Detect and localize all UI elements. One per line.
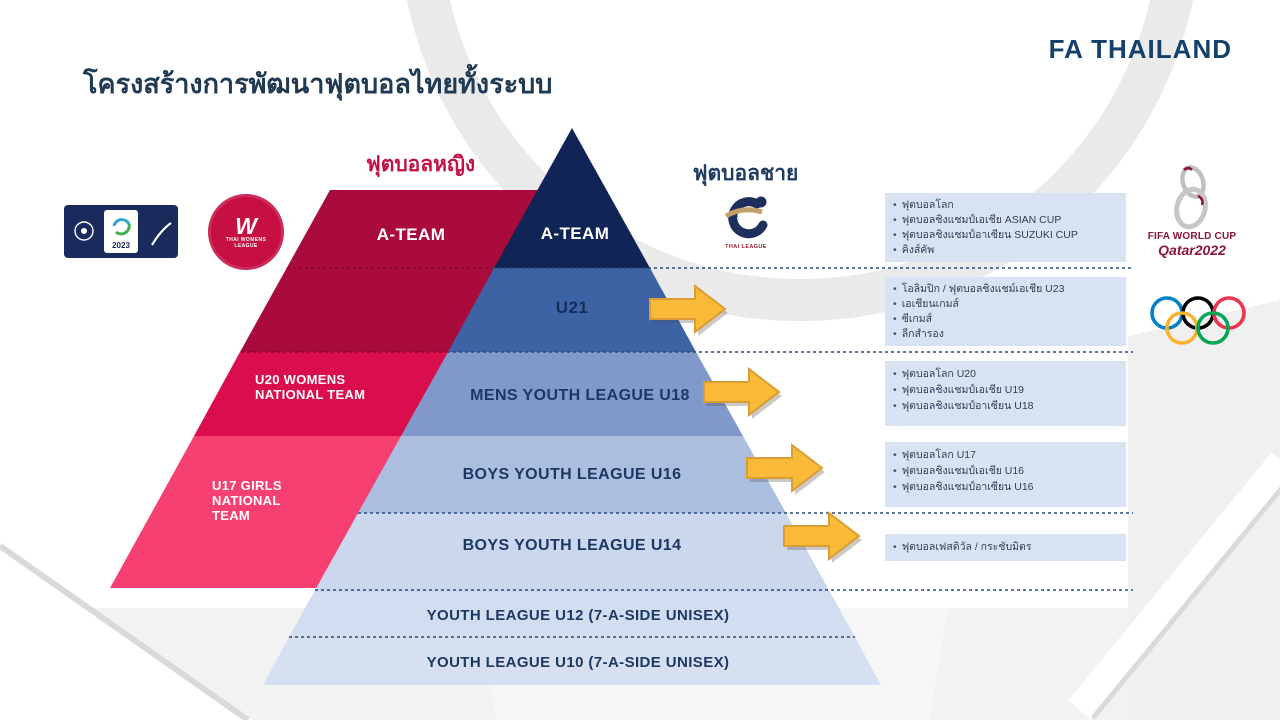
- panel-item: ลีกสำรอง: [891, 327, 1118, 342]
- competition-panel-u16: ฟุตบอลโลก U17 ฟุตบอลชิงแชมป์เอเชีย U16 ฟ…: [885, 442, 1126, 507]
- panel-item: ฟุตบอลชิงแชมป์เอเชีย ASIAN CUP: [891, 213, 1118, 228]
- promotion-arrows: [649, 283, 862, 563]
- band-label-u12: YOUTH LEAGUE U12 (7-A-SIDE UNISEX): [426, 607, 730, 624]
- promotion-arrow-u14: [783, 510, 861, 562]
- qatar-line2: Qatar2022: [1158, 242, 1226, 258]
- wwc-fern-fronds: [154, 225, 169, 240]
- panel-item: ฟุตบอลชิงแชมป์อาเซียน SUZUKI CUP: [891, 228, 1118, 243]
- qatar-maroon-accent: [1183, 166, 1193, 171]
- band-label-women-a-team: A-TEAM: [376, 225, 446, 244]
- background-left-edge: [0, 543, 250, 720]
- thai-womens-league-logo: W THAI WOMENS LEAGUE: [208, 194, 284, 270]
- thai-league-logo: THAI LEAGUE: [718, 192, 774, 254]
- qatar-swirl-bottom: [1174, 186, 1208, 230]
- panel-item: ฟุตบอลโลก U17: [891, 447, 1118, 463]
- thai-league-name: THAI LEAGUE: [725, 244, 767, 250]
- pyramid-band-u12: [289, 592, 855, 637]
- wwc-left-emblem: [74, 221, 94, 241]
- panel-item: ฟุตบอลโลก U20: [891, 366, 1118, 382]
- panel-item: โอลิมปิก / ฟุตบอลชิงแชม์เอเชีย U23: [891, 282, 1118, 297]
- competition-panel-u21: โอลิมปิก / ฟุตบอลชิงแชม์เอเชีย U23 เอเชี…: [885, 277, 1126, 346]
- panel-item: ฟุตบอลชิงแชมป์อาเซียน U18: [891, 398, 1118, 414]
- qatar-line1: FIFA WORLD CUP: [1147, 231, 1237, 242]
- band-label-u21: U21: [555, 298, 589, 317]
- panel-item: คิงส์คัพ: [891, 243, 1118, 258]
- competition-panel-u18: ฟุตบอลโลก U20 ฟุตบอลชิงแชมป์เอเชีย U19 ฟ…: [885, 361, 1126, 426]
- pyramid-band-u14: [314, 513, 830, 592]
- olympic-rings-logo: [1150, 296, 1246, 345]
- pyramid-band-u16: [358, 436, 786, 513]
- band-label-u17-girls: U17 GIRLS NATIONAL TEAM: [212, 478, 282, 523]
- fifa-world-cup-qatar-2022-logo: FIFA WORLD CUP Qatar2022: [1140, 162, 1244, 274]
- olympic-ring-green: [1196, 311, 1230, 345]
- thai-league-t-swoosh: [728, 197, 768, 239]
- promotion-arrow-u16: [746, 442, 824, 494]
- competition-panel-a-team: ฟุตบอลโลก ฟุตบอลชิงแชมป์เอเชีย ASIAN CUP…: [885, 193, 1126, 262]
- men-column-label: ฟุตบอลชาย: [692, 162, 799, 185]
- band-label-u16: BOYS YOUTH LEAGUE U16: [462, 466, 682, 483]
- wwc-left-emblem-dot: [81, 228, 87, 234]
- twl-mark: W: [235, 213, 257, 239]
- pyramid-band-u21: [448, 268, 696, 352]
- panel-item: ฟุตบอลชิงแชมป์อาเซียน U16: [891, 479, 1118, 495]
- background-right-edge: [1091, 486, 1280, 720]
- fa-thailand-logo: FA THAILAND: [1048, 34, 1232, 64]
- competition-panel-u14: ฟุตบอลเฟสติวัล / กระชับมิตร: [885, 534, 1126, 561]
- band-label-u20-womens: U20 WOMENS NATIONAL TEAM: [255, 372, 366, 402]
- panel-item: เอเชียนเกมส์: [891, 297, 1118, 312]
- thai-league-art: [724, 196, 768, 239]
- qatar-emblem: [1174, 165, 1208, 230]
- band-label-u10: YOUTH LEAGUE U10 (7-A-SIDE UNISEX): [426, 654, 730, 671]
- background-ring: [407, 0, 1193, 321]
- qatar-maroon-accent2: [1197, 194, 1204, 206]
- panel-item: ซีเกมส์: [891, 312, 1118, 327]
- band-label-u14: BOYS YOUTH LEAGUE U14: [462, 537, 682, 554]
- wwc-fern: [151, 222, 172, 246]
- band-label-a-team: A-TEAM: [540, 224, 610, 243]
- promotion-arrow-u18: [703, 366, 781, 418]
- twl-name: THAI WOMENS LEAGUE: [225, 237, 267, 249]
- thai-league-gold-swoosh: [724, 207, 763, 219]
- wwc-logo-art: [74, 210, 172, 253]
- page-title: โครงสร้างการพัฒนาฟุตบอลไทยทั้งระบบ: [83, 69, 553, 99]
- thai-league-dot: [755, 196, 767, 208]
- band-label-u18: MENS YOUTH LEAGUE U18: [470, 387, 690, 404]
- pyramid-band-a-team: [494, 128, 650, 268]
- pyramid-band-u10: [263, 637, 881, 685]
- wwc-swirl-green: [115, 223, 131, 236]
- panel-item: ฟุตบอลชิงแชมป์เอเชีย U19: [891, 382, 1118, 398]
- fifa-wwc-2023-logo: 2023: [64, 205, 178, 258]
- wwc-center-card: [104, 210, 138, 253]
- wwc-swirl-blue: [112, 218, 131, 227]
- women-column-label: ฟุตบอลหญิง: [365, 153, 476, 176]
- panel-item: ฟุตบอลโลก: [891, 198, 1118, 213]
- panel-item: ฟุตบอลเฟสติวัล / กระชับมิตร: [891, 539, 1118, 556]
- panel-item: ฟุตบอลชิงแชมป์เอเชีย U16: [891, 463, 1118, 479]
- background-right-ribbon: [1068, 452, 1280, 720]
- pyramid-band-u18: [401, 352, 743, 436]
- wwc-year: 2023: [112, 241, 130, 250]
- promotion-arrow-u21: [649, 283, 727, 335]
